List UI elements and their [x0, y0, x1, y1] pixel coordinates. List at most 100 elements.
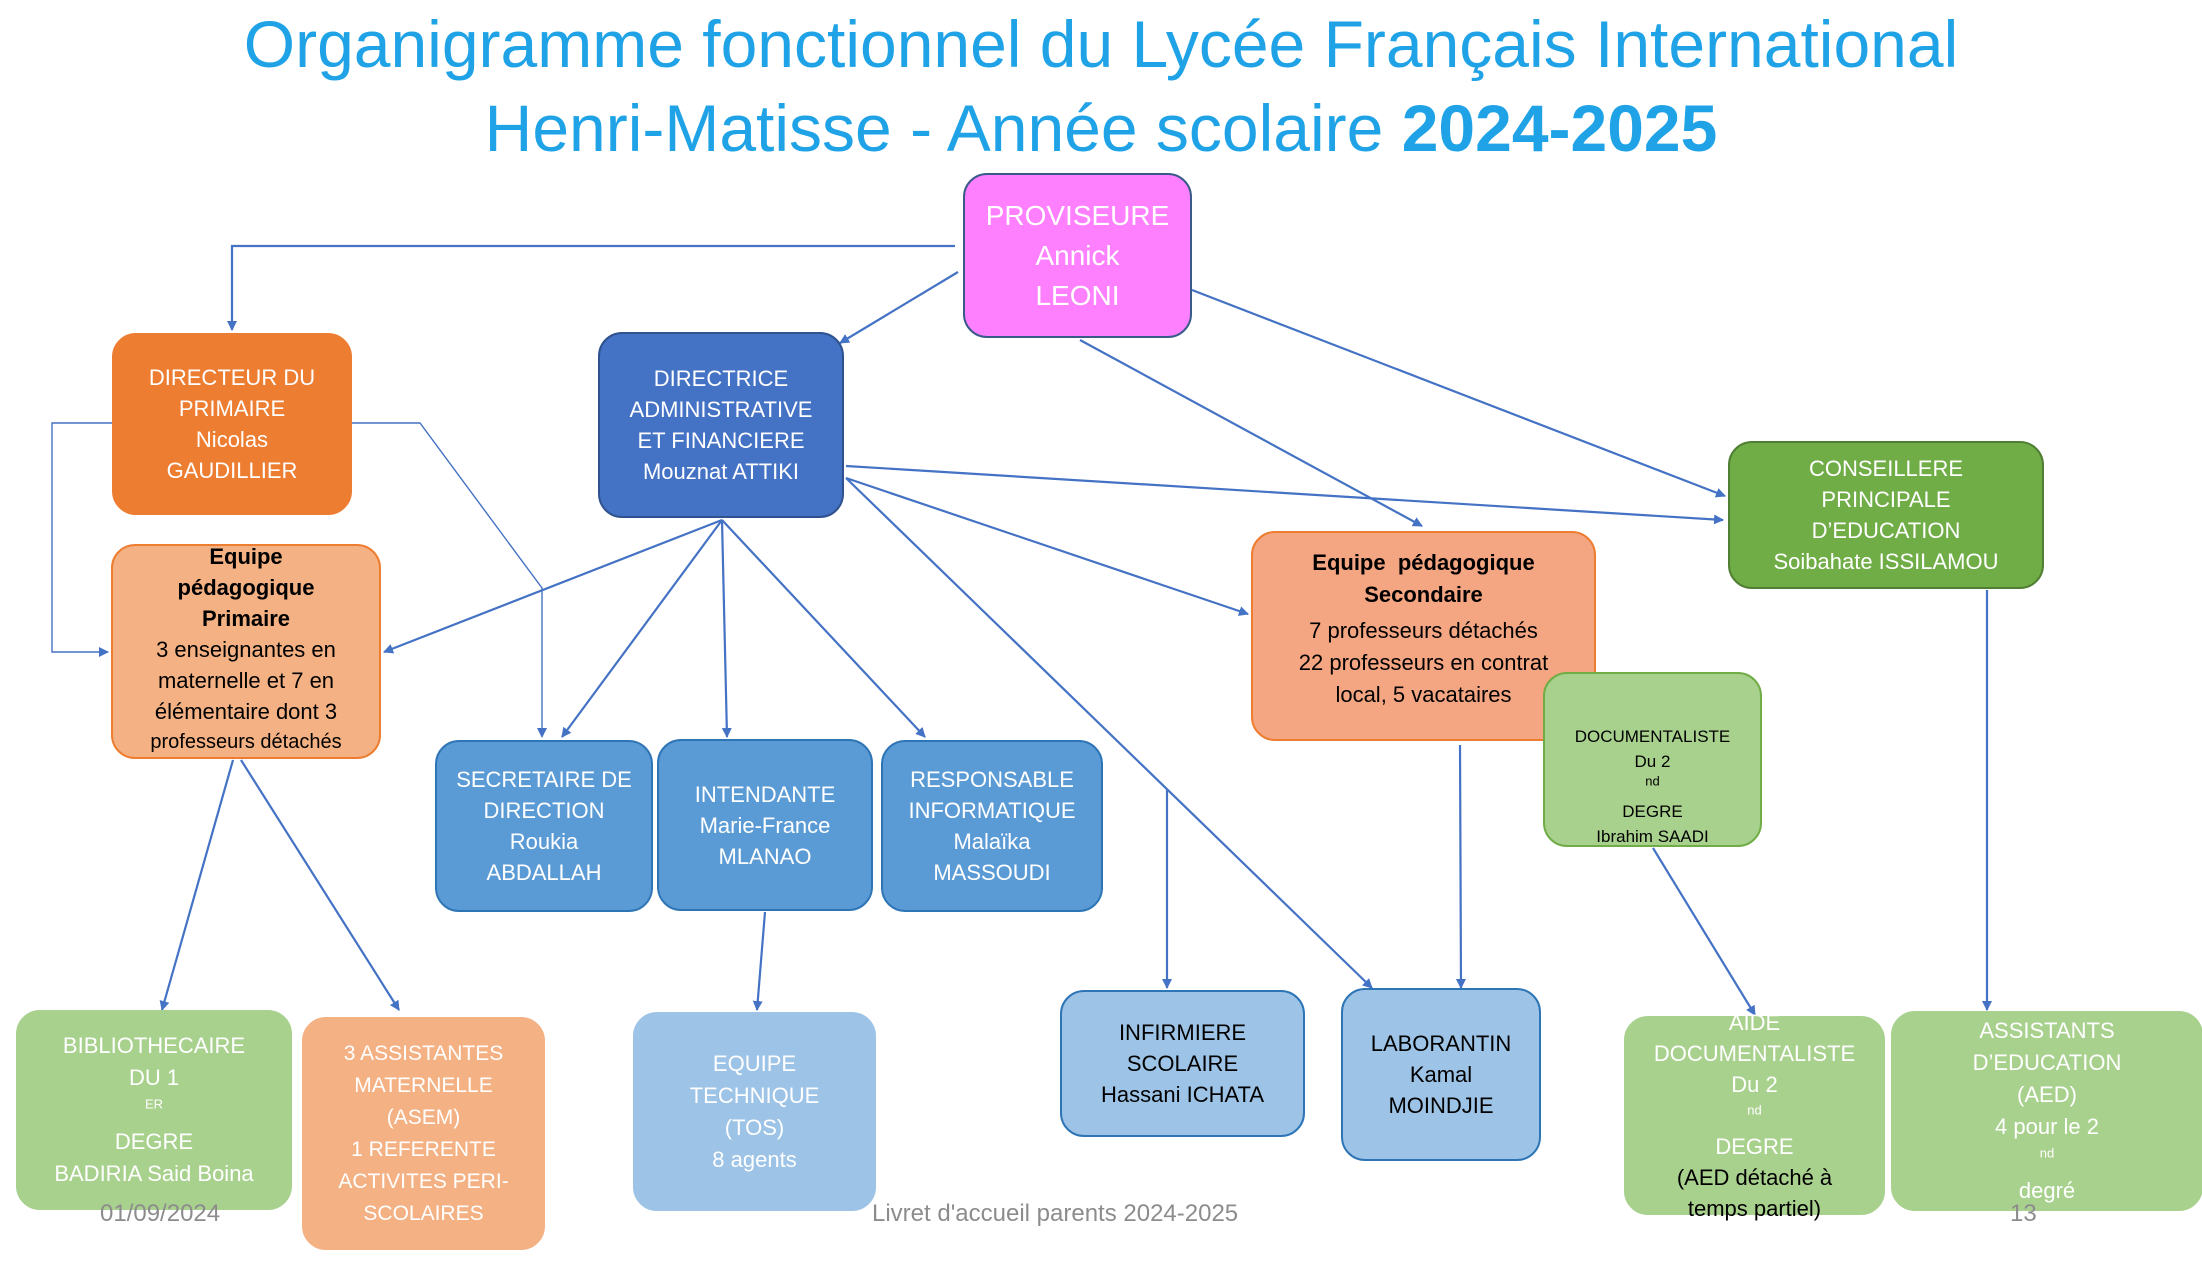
proviseure-firstname: Annick — [1035, 239, 1120, 271]
connector — [240, 759, 400, 1011]
aide-doc-line-4: (AED détaché à — [1676, 1165, 1833, 1190]
aed-line-4-sup: nd — [2039, 1145, 2055, 1161]
directeur-lastname: GAUDILLIER — [166, 458, 298, 483]
documentaliste-role: DOCUMENTALISTE — [1574, 727, 1731, 746]
proviseure-box: PROVISEURE Annick LEONI — [963, 173, 1192, 338]
aide-doc-degree-b: DEGRE — [1715, 1134, 1794, 1159]
cpe-name: Soibahate ISSILAMOU — [1773, 549, 1999, 574]
cpe-role-1: CONSEILLERE — [1808, 456, 1964, 481]
informatique-box: RESPONSABLE INFORMATIQUE Malaïka MASSOUD… — [881, 740, 1103, 912]
proviseure-role: PROVISEURE — [985, 199, 1170, 231]
aide-doc-line-5: temps partiel) — [1687, 1196, 1822, 1221]
title-prefix: Henri-Matisse - Année scolaire — [484, 91, 1402, 165]
equipe-technique-box: EQUIPE TECHNIQUE (TOS) 8 agents — [633, 1012, 876, 1211]
asem-line-4: 1 REFERENTE — [351, 1137, 496, 1161]
connector — [720, 519, 732, 738]
cpe-box: CONSEILLERE PRINCIPALE D’EDUCATION Soiba… — [1728, 441, 2044, 589]
intendante-lastname: MLANAO — [718, 844, 812, 869]
title-year: 2024-2025 — [1401, 91, 1718, 165]
infirmiere-role-1: INFIRMIERE — [1118, 1020, 1247, 1045]
informatique-lastname: MASSOUDI — [933, 860, 1051, 885]
intendante-box: INTENDANTE Marie-France MLANAO — [657, 739, 873, 911]
informatique-firstname: Malaïka — [953, 829, 1031, 854]
equipe-secondaire-desc-1: 7 professeurs détachés — [1309, 618, 1538, 643]
connector — [1191, 288, 1726, 498]
equipe-secondaire-title-1: Equipe pédagogique — [1312, 550, 1535, 575]
bibliothecaire-degree-sup: ER — [144, 1096, 164, 1112]
bibliothecaire-degree: DU 1 ER DEGRE — [115, 1062, 193, 1158]
connector — [721, 519, 926, 738]
equipe-technique-line-3: (TOS) — [724, 1114, 785, 1140]
secretaire-firstname: Roukia — [509, 829, 579, 854]
aed-line-4-b: degré — [2018, 1178, 2076, 1203]
documentaliste-degree-a: Du 2 — [1634, 752, 1671, 771]
daf-role-2: ADMINISTRATIVE — [629, 397, 813, 422]
connector — [352, 422, 547, 738]
laborantin-box: LABORANTIN Kamal MOINDJIE — [1341, 988, 1541, 1161]
equipe-technique-line-2: TECHNIQUE — [689, 1082, 820, 1108]
equipe-primaire-box: Equipe pédagogique Primaire 3 enseignant… — [111, 544, 381, 759]
connector — [1079, 339, 1423, 527]
connector — [845, 477, 1373, 989]
footer-date: 01/09/2024 — [100, 1200, 221, 1227]
cpe-role-2: PRINCIPALE — [1821, 487, 1951, 512]
intendante-firstname: Marie-France — [699, 813, 831, 838]
documentaliste-name: Ibrahim SAADI — [1596, 827, 1709, 846]
aed-line-4-a: 4 pour le 2 — [1995, 1114, 2099, 1139]
laborantin-firstname: Kamal — [1409, 1062, 1473, 1087]
infirmiere-role-2: SCOLAIRE — [1126, 1051, 1239, 1076]
aed-line-2: D’EDUCATION — [1972, 1050, 2122, 1075]
equipe-technique-line-4: 8 agents — [712, 1146, 797, 1172]
equipe-secondaire-desc-2: 22 professeurs en contrat — [1298, 650, 1549, 675]
documentaliste-degree-b: DEGRE — [1622, 802, 1683, 821]
directeur-role-1: DIRECTEUR DU — [148, 365, 316, 390]
aed-line-1: ASSISTANTS — [1979, 1018, 2115, 1043]
asem-line-2: MATERNELLE — [354, 1073, 493, 1097]
directeur-primaire-box: DIRECTEUR DU PRIMAIRE Nicolas GAUDILLIER — [112, 333, 352, 515]
aed-line-4: 4 pour le 2 nd degré — [1995, 1111, 2099, 1207]
bibliothecaire-role: BIBLIOTHECAIRE — [62, 1033, 246, 1058]
footer-page-number: 13 — [2010, 1200, 2037, 1227]
equipe-primaire-title-1: Equipe — [209, 544, 283, 569]
asem-line-3: (ASEM) — [386, 1105, 461, 1129]
equipe-primaire-desc-2: maternelle et 7 en — [157, 668, 335, 693]
aed-line-3: (AED) — [2017, 1082, 2077, 1107]
title-line-1: Organigramme fonctionnel du Lycée França… — [243, 7, 1959, 81]
connector — [51, 422, 112, 657]
title-line-2: Henri-Matisse - Année scolaire 2024-2025 — [0, 86, 2202, 170]
directeur-firstname: Nicolas — [195, 427, 269, 452]
cpe-role-3: D’EDUCATION — [1811, 518, 1961, 543]
equipe-secondaire-desc-3: local, 5 vacataires — [1335, 682, 1512, 707]
connector — [752, 911, 767, 1011]
connector — [845, 464, 1724, 525]
equipe-secondaire-box: Equipe pédagogique Secondaire 7 professe… — [1251, 531, 1596, 741]
directeur-role-2: PRIMAIRE — [178, 396, 286, 421]
connector — [839, 271, 959, 344]
equipe-primaire-title-2: pédagogique — [177, 575, 315, 600]
connector — [383, 518, 723, 654]
connector — [561, 519, 723, 738]
aide-doc-line-1: AIDE — [1728, 1010, 1781, 1035]
aide-doc-degree-sup: nd — [1747, 1102, 1762, 1118]
documentaliste-degree: Du 2 nd DEGRE — [1622, 749, 1682, 824]
connector — [159, 759, 235, 1011]
bibliothecaire-degree-b: DEGRE — [114, 1129, 194, 1154]
equipe-technique-line-1: EQUIPE — [712, 1050, 797, 1076]
infirmiere-name: Hassani ICHATA — [1100, 1082, 1264, 1107]
page-title: Organigramme fonctionnel du Lycée França… — [0, 2, 2202, 170]
equipe-primaire-desc-3: élémentaire dont 3 — [154, 699, 338, 724]
informatique-role-1: RESPONSABLE — [910, 767, 1074, 792]
connector — [227, 244, 955, 331]
asem-box: 3 ASSISTANTES MATERNELLE (ASEM) 1 REFERE… — [302, 1017, 545, 1250]
asem-line-6: SCOLAIRES — [363, 1201, 484, 1225]
bibliothecaire-degree-a: DU 1 — [128, 1065, 180, 1090]
infirmiere-box: INFIRMIERE SCOLAIRE Hassani ICHATA — [1060, 990, 1305, 1137]
equipe-primaire-desc-4: professeurs détachés — [150, 731, 342, 753]
daf-role-1: DIRECTRICE — [653, 366, 789, 391]
documentaliste-degree-sup: nd — [1645, 773, 1660, 789]
connector — [845, 476, 1249, 616]
